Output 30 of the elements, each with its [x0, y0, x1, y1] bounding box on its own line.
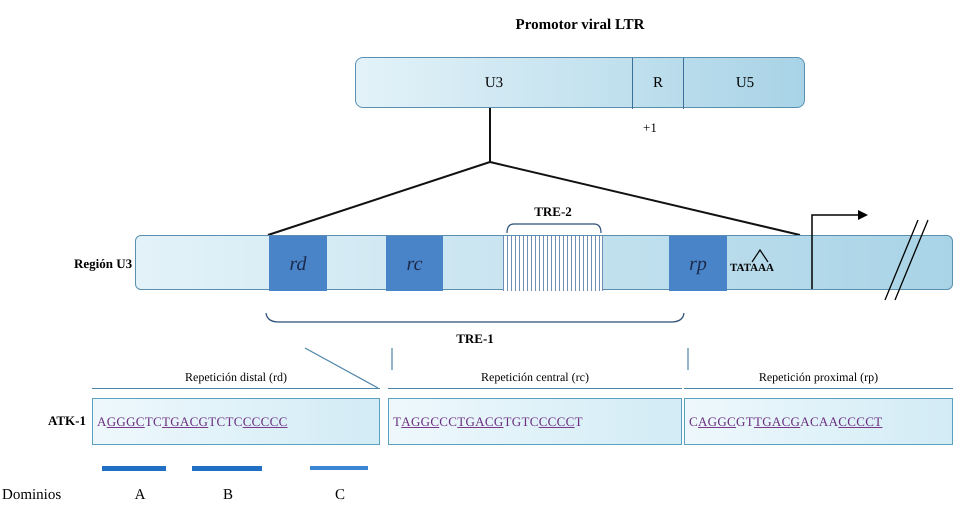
repeat-block [386, 236, 443, 291]
section-header: Repetición proximal (rp) [684, 368, 953, 389]
domain-letter: C [334, 486, 346, 505]
segment-label: U3 [484, 74, 504, 94]
connector-line [687, 348, 689, 370]
segment-label: U5 [736, 74, 754, 94]
sequence-box: CAGGCGTTGACGACAACCCCT [684, 398, 953, 445]
block-label: rp [689, 252, 707, 276]
repeat-block [669, 236, 727, 291]
repeat-block [269, 236, 327, 291]
section-header: Repetición distal (rd) [92, 368, 380, 389]
connector-line [304, 347, 378, 389]
row-label: ATK-1 [46, 412, 86, 430]
promoter-element-label: TATAAA [730, 261, 775, 276]
element-label: TRE-1 [455, 330, 495, 348]
section-header: Repetición central (rc) [388, 368, 682, 389]
connector-line [391, 348, 393, 370]
zoom-lines [267, 107, 801, 236]
sequence-box: AGGGCTCTGACGTCTCCCCCC [92, 398, 380, 445]
position-label: +1 [643, 119, 657, 137]
element-label: TRE-2 [533, 203, 573, 221]
block-label: rd [289, 252, 307, 276]
domain-letter: A [134, 486, 146, 505]
segment-label: R [652, 74, 663, 94]
row-label: Dominios [2, 486, 62, 505]
domain-letter: B [222, 486, 234, 505]
block-label: rc [406, 252, 422, 276]
region-label: Región U3 [74, 255, 132, 273]
title: Promotor viral LTR [514, 16, 646, 35]
sequence-box: TAGGCCCTGACGTGTCCCCCT [388, 398, 682, 445]
